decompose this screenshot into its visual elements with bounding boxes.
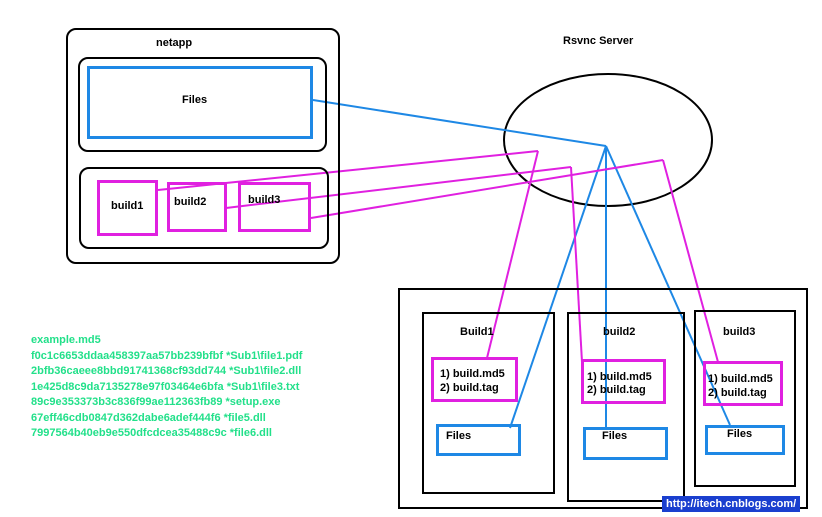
md5-line: 2bfb36caeee8bbd91741368cf93dd744 *Sub1\f… (31, 365, 302, 377)
rsync-server-ellipse (503, 73, 713, 207)
target-build1-title: Build1 (460, 326, 494, 338)
netapp-build1-label: build1 (111, 200, 144, 212)
target-build2-meta-box[interactable] (581, 359, 666, 404)
target-build2-title: build2 (603, 326, 636, 338)
netapp-title: netapp (156, 37, 193, 49)
target-build3-meta-box[interactable] (703, 361, 783, 406)
netapp-files-label: Files (182, 94, 208, 106)
target-build2-line1: 1) build.md5 (587, 371, 652, 383)
target-build1-line1: 1) build.md5 (440, 368, 505, 380)
netapp-files-box[interactable] (87, 66, 313, 139)
md5-line: 89c9e353373b3c836f99ae112363fb89 *setup.… (31, 396, 281, 408)
md5-line: 67eff46cdb0847d362dabe6adef444f6 *file5.… (31, 411, 266, 424)
target-build2-line2: 2) build.tag (587, 384, 646, 396)
md5-line: 7997564b40eb9e550dfcdcea35488c9c *file6.… (31, 427, 272, 439)
target-build3-line2: 2) build.tag (708, 387, 767, 399)
target-build1-meta-box[interactable] (431, 357, 518, 402)
target-build2-files-label: Files (602, 430, 628, 442)
md5-example: example.md5 f0c1c6653ddaa458397aa57bb239… (31, 333, 302, 442)
netapp-build2-box[interactable] (167, 182, 227, 232)
netapp-files-panel (78, 57, 327, 152)
netapp-builds-panel (79, 167, 329, 249)
target-build1-files-box[interactable] (436, 424, 521, 456)
target-build3-box (694, 310, 796, 487)
netapp-build3-box[interactable] (238, 182, 311, 232)
target-build2-box (567, 312, 685, 502)
md5-line: 1e425d8c9da7135278e97f03464e6bfa *Sub1\f… (31, 380, 300, 393)
target-build2-files-box[interactable] (583, 427, 668, 460)
target-build1-line2: 2) build.tag (440, 382, 499, 394)
netapp-build2-label: build2 (174, 196, 207, 208)
targets-container (398, 288, 808, 509)
target-build1-box (422, 312, 555, 494)
netapp-build3-label: build3 (248, 194, 281, 206)
target-build3-files-label: Files (727, 428, 753, 440)
netapp-build1-box[interactable] (97, 180, 158, 236)
md5-line: f0c1c6653ddaa458397aa57bb239bfbf *Sub1\f… (31, 349, 303, 362)
target-build3-title: build3 (723, 326, 756, 338)
target-build3-line1: 1) build.md5 (708, 373, 773, 385)
target-build3-files-box[interactable] (705, 425, 785, 455)
netapp-container (66, 28, 340, 264)
md5-title: example.md5 (31, 334, 101, 346)
target-build1-files-label: Files (446, 430, 472, 442)
watermark-url: http://itech.cnblogs.com/ (662, 496, 801, 512)
rsync-server-title: Rsvnc Server (563, 35, 634, 47)
